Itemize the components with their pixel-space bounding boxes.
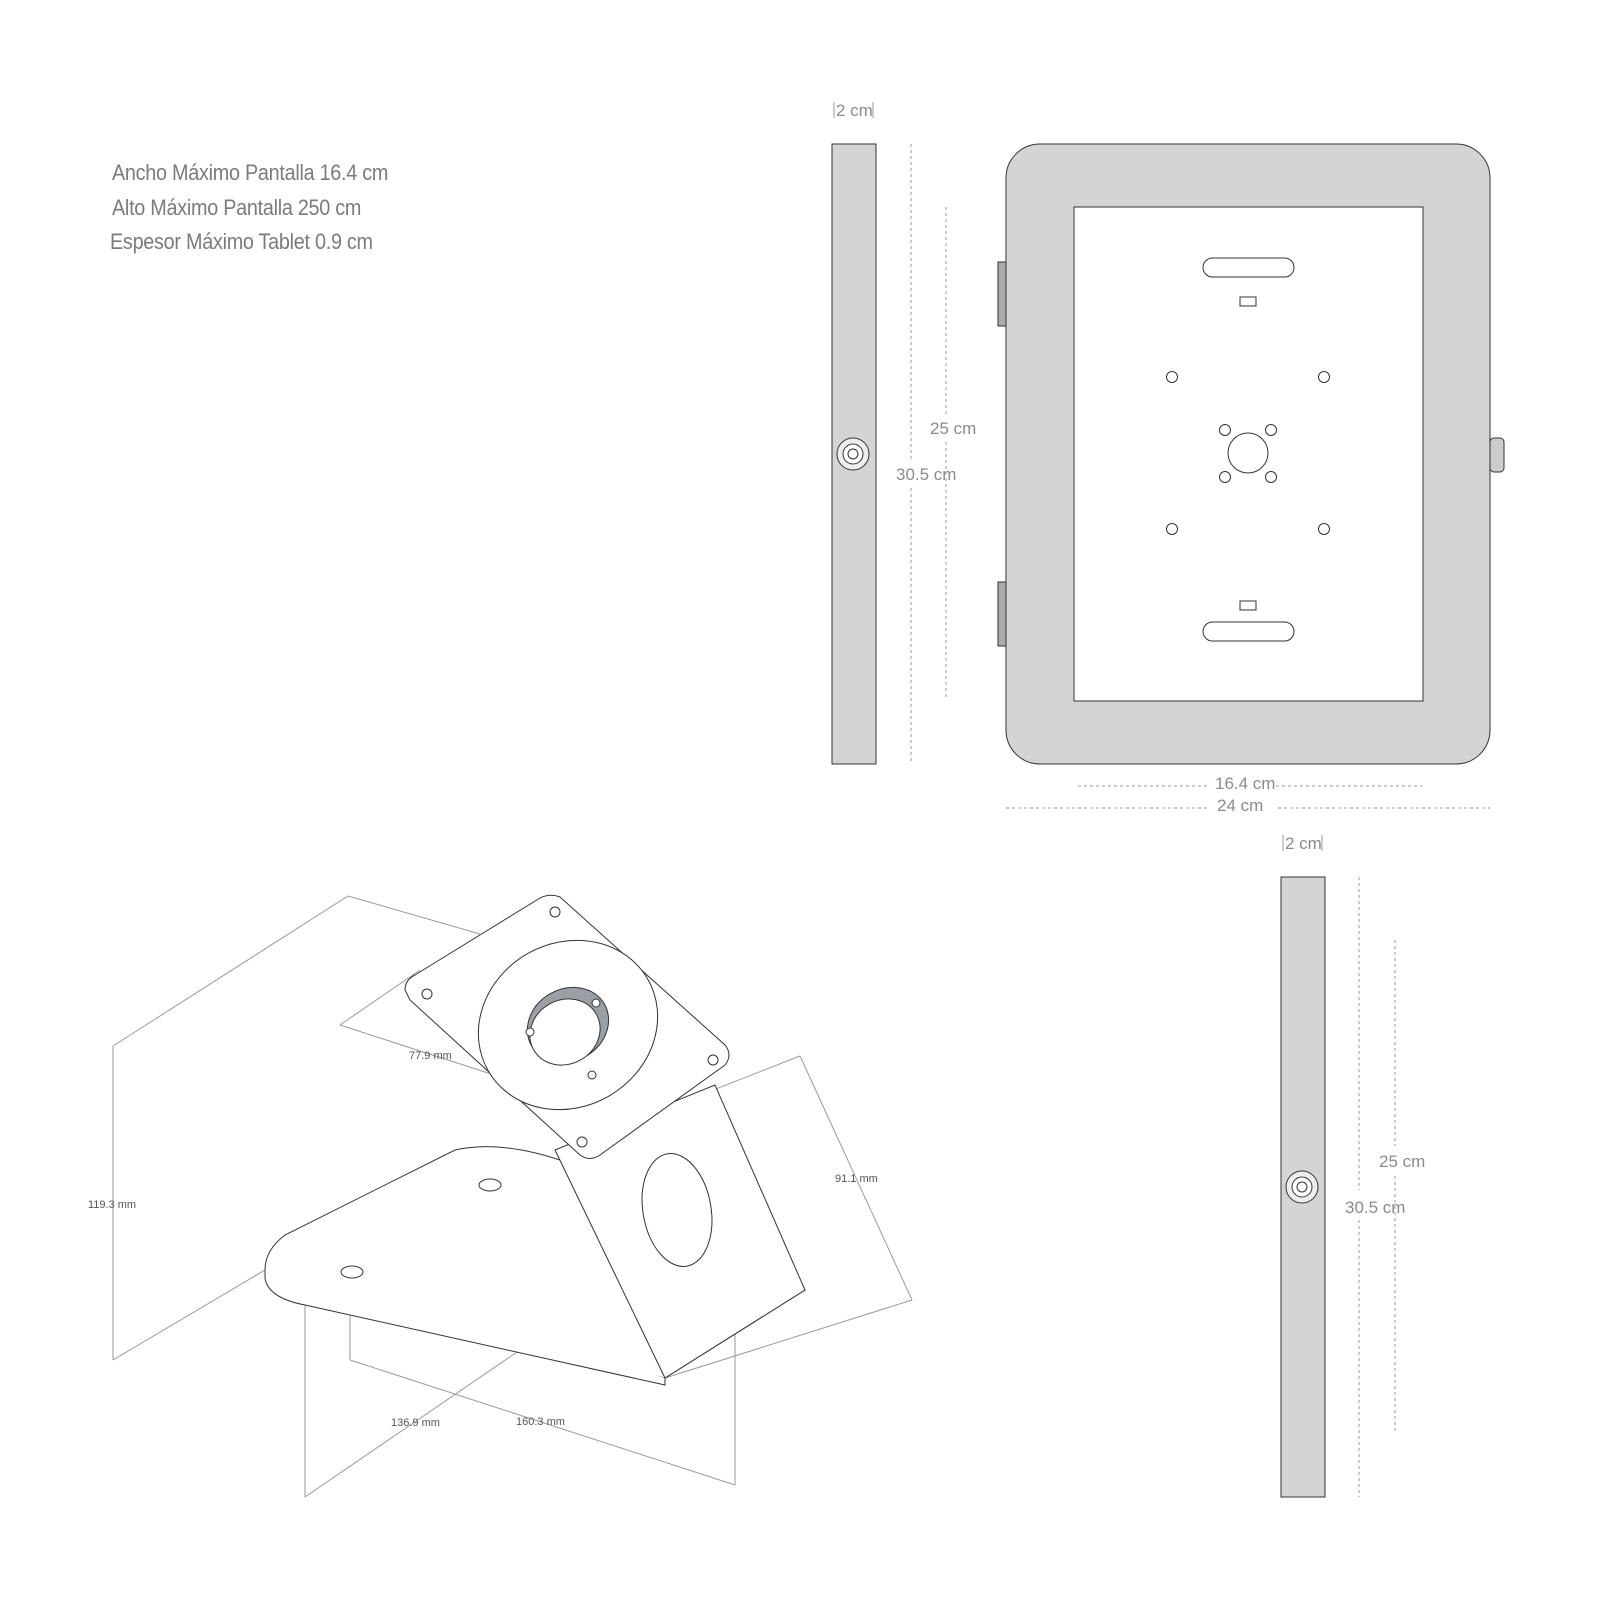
stand-isometric: 77.9 mm 119.3 mm 91.1 mm 136.9 mm 160.3 … [88,894,913,1498]
depth-label: 2 cm [836,101,873,120]
outer-height-label: 30.5 cm [1345,1198,1405,1217]
plate-dimension-label: 77.9 mm [409,1050,452,1062]
outer-height-label: 30.5 cm [896,465,956,484]
inner-width-label: 16.4 cm [1215,774,1275,793]
lock-button [1489,437,1505,473]
base-depth-label: 136.9 mm [391,1417,440,1429]
side-view-bottom: 2 cm 25 cm 30.5 cm [1280,834,1425,1498]
spec-max-width: Ancho Máximo Pantalla 16.4 cm [112,160,389,185]
arm-dimension-label: 91.1 mm [835,1173,878,1185]
inner-height-label: 25 cm [1379,1152,1425,1171]
inner-height-label: 25 cm [930,419,976,438]
height-dimension-label: 119.3 mm [88,1199,136,1211]
lock-icon [1285,1170,1319,1204]
spec-max-thickness: Espesor Máximo Tablet 0.9 cm [110,229,373,254]
base-width-label: 160.3 mm [516,1416,565,1428]
outer-width-label: 24 cm [1217,796,1263,815]
spec-max-height: Alto Máximo Pantalla 250 cm [112,195,362,220]
depth-label: 2 cm [1285,834,1322,853]
lock-icon [836,437,870,471]
front-view: 16.4 cm 24 cm [997,143,1505,815]
side-view-top: 2 cm 25 cm 30.5 cm [831,101,976,765]
